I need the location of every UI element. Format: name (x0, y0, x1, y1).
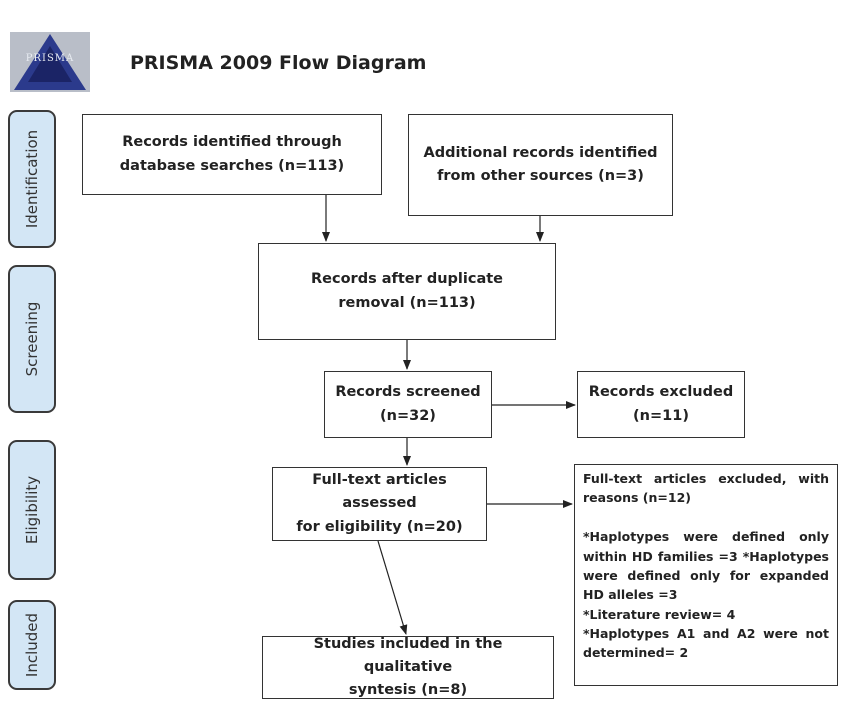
prisma-logo: PRISMA (10, 32, 90, 92)
arrow-fulltext-to-included (377, 540, 408, 635)
stage-eligibility: Eligibility (8, 440, 56, 580)
excluded-text: Records excluded (n=11) (588, 384, 734, 424)
included-studies-box: Studies included in the qualitative synt… (262, 636, 554, 699)
excluded-box: Records excluded (n=11) (577, 371, 745, 438)
database-records-text: Records identified through database sear… (119, 134, 345, 174)
additional-records-text: Additional records identified from other… (423, 144, 658, 184)
stage-screening: Screening (8, 265, 56, 413)
after-duplicates-box: Records after duplicate removal (n=113) (258, 243, 556, 340)
included-studies-text: Studies included in the qualitative synt… (313, 635, 503, 699)
stage-identification: Identification (8, 110, 56, 248)
fulltext-excluded-text: Full-text articles excluded, with reason… (583, 471, 829, 661)
fulltext-assessed-box: Full-text articles assessed for eligibil… (272, 467, 487, 541)
stage-included-label: Included (23, 612, 41, 678)
additional-records-box: Additional records identified from other… (408, 114, 673, 216)
stage-identification-label: Identification (23, 129, 41, 229)
database-records-box: Records identified through database sear… (82, 114, 382, 195)
logo-text: PRISMA (25, 53, 75, 64)
fulltext-assessed-text: Full-text articles assessed for eligibil… (296, 472, 463, 535)
diagram-title: PRISMA 2009 Flow Diagram (130, 52, 427, 74)
stage-included: Included (8, 600, 56, 690)
stage-screening-label: Screening (23, 301, 41, 377)
screened-text: Records screened (n=32) (335, 384, 481, 424)
logo-triangle-icon (10, 32, 90, 92)
fulltext-excluded-box: Full-text articles excluded, with reason… (574, 464, 838, 686)
after-duplicates-text: Records after duplicate removal (n=113) (311, 271, 503, 311)
stage-eligibility-label: Eligibility (23, 475, 41, 545)
screened-box: Records screened (n=32) (324, 371, 492, 438)
